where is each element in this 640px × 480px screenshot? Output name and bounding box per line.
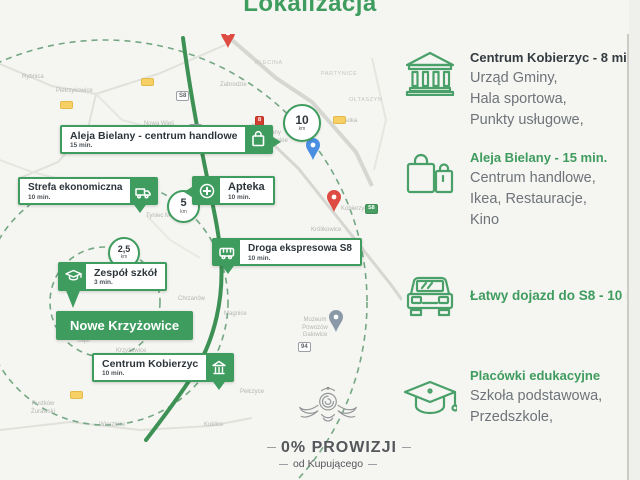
map-pin-blue	[306, 138, 320, 160]
road-badge-minor	[333, 116, 346, 124]
map-place-label: Wysoka	[336, 118, 358, 124]
map-place-label: Partynice	[321, 71, 358, 77]
sidebar-item-dojazd-s8: Łatwy dojazd do S8 - 10 min.	[402, 272, 640, 318]
callout-subtitle: 10 min.	[248, 254, 271, 262]
page-title: Lokalizacja	[243, 0, 377, 17]
callout-arrow	[132, 202, 149, 214]
shopping-bag-icon	[245, 127, 272, 152]
shopping-bags-icon	[402, 150, 458, 231]
road-badge: S8	[365, 204, 378, 214]
map-pin-gray	[329, 310, 343, 332]
callout-arrow	[184, 185, 195, 199]
map-pin-red	[327, 190, 341, 212]
agency-logo: 0% PROWIZJI od Kupującego	[262, 386, 411, 470]
sidebar-line: Szkoła podstawowa,	[470, 388, 603, 404]
map-place-label: Zabrodzie	[220, 82, 247, 88]
map-place-label: Królikowice	[311, 227, 342, 233]
callout-subtitle: 10 min.	[102, 370, 125, 378]
callout-subtitle: 10 min.	[28, 193, 51, 201]
divider	[401, 447, 411, 449]
callout-subtitle: 10 min.	[228, 193, 251, 201]
callout-arrow	[65, 287, 81, 308]
map-place-label: Klecina	[255, 60, 283, 66]
road-badge: 94	[298, 342, 311, 352]
callout-title: Aleja Bielany - centrum handlowe	[70, 130, 238, 142]
divider	[368, 463, 378, 465]
callout-title: Nowe Krzyżowice	[70, 318, 180, 333]
callout-title: Centrum Kobierzyc	[102, 358, 199, 370]
car-icon	[402, 272, 458, 318]
callout-arrow	[211, 378, 228, 390]
callout-arrow	[270, 135, 282, 149]
bank-icon	[206, 355, 233, 380]
map-place-label: Kuklice	[204, 422, 224, 428]
sidebar-line: Centrum handlowe,	[470, 170, 596, 186]
ring-value: 5	[180, 196, 187, 209]
distance-ring-10km: 10 km	[283, 104, 321, 142]
callout-title: Apteka	[228, 181, 265, 193]
map-place-label: Pietrzykowice	[56, 88, 93, 94]
map-callout-nowe-krzyzowice: Nowe Krzyżowice	[56, 311, 194, 340]
sidebar-line: Urząd Gminy,	[470, 70, 558, 86]
divider	[267, 447, 276, 449]
road-badge-minor	[60, 101, 73, 109]
map-callout-apteka: Apteka 10 min.	[184, 176, 275, 206]
map-road	[0, 41, 233, 96]
map-place-label: Pełczyce	[240, 389, 265, 395]
zero-commission-text: 0% PROWIZJI	[262, 439, 411, 457]
sidebar-item-aleja-bielany: Aleja Bielany - 15 min. Centrum handlowe…	[402, 150, 638, 231]
divider	[278, 463, 288, 465]
ring-unit: km	[298, 125, 306, 132]
callout-subtitle: 3 min.	[94, 279, 113, 287]
sidebar-item-placowki-edukacyjne: Placówki edukacyjne Szkoła podstawowa, P…	[402, 368, 638, 428]
graduation-cap-icon	[60, 264, 86, 289]
page-edge-band	[629, 0, 640, 480]
map-callout-zespol-szkol: Zespół szkół 3 min.	[58, 262, 168, 308]
ornament-emblem-icon	[298, 386, 358, 422]
map-place-label: Pustków Żurawski	[30, 401, 55, 415]
sidebar-heading: Centrum Kobierzyc - 8 min.	[470, 50, 639, 65]
map-callout-strefa-ekonomiczna: Strefa ekonomiczna 10 min.	[18, 177, 159, 214]
truck-icon	[130, 179, 157, 204]
sidebar-line: Przedszkole,	[470, 409, 554, 426]
road-badge-minor	[141, 78, 154, 86]
map-place-label: Wierzbice	[99, 422, 126, 428]
bus-icon	[214, 240, 240, 265]
ring-unit: km	[120, 254, 128, 260]
ring-value: 2,5	[117, 244, 131, 254]
callout-subtitle: 15 min.	[70, 142, 93, 150]
bank-icon	[402, 50, 458, 131]
map-place-label: Kobierzyce	[341, 206, 371, 212]
map-callout-aleja-bielany: Aleja Bielany - centrum handlowe 15 min.	[60, 125, 282, 154]
from-buyer-text: od Kupującego	[262, 458, 394, 470]
sidebar-line: Punkty usługowe,	[470, 112, 584, 129]
map-callout-droga-s8: Droga ekspresowa S8 10 min.	[212, 238, 362, 275]
pharmacy-cross-icon	[194, 178, 220, 204]
sidebar-line: Hala sportowa,	[470, 91, 567, 108]
ring-unit: km	[180, 208, 187, 215]
map-place-label: Chrzanów	[178, 296, 206, 302]
road-badge: S8	[176, 91, 190, 101]
map-place-label: Muzeum Powozów Galowice	[302, 317, 328, 338]
map-place-label: Ołtaszyn	[349, 97, 383, 103]
callout-title: Strefa ekonomiczna	[28, 182, 123, 193]
ring-value: 10	[295, 112, 309, 127]
sidebar-heading: Placówki edukacyjne	[470, 368, 601, 383]
sidebar-line: Ikea, Restauracje,	[470, 191, 587, 208]
callout-title: Droga ekspresowa S8	[248, 243, 352, 254]
sidebar-line: Kino	[470, 212, 500, 229]
sidebar-heading: Aleja Bielany - 15 min.	[470, 150, 608, 165]
map-place-label: Magnice	[224, 311, 247, 317]
callout-arrow	[220, 263, 236, 275]
page-scan-edge	[627, 34, 629, 480]
map-callout-centrum-kobierzyc: Centrum Kobierzyc 10 min.	[92, 353, 235, 390]
sidebar-item-centrum-kobierzyc: Centrum Kobierzyc - 8 min. Urząd Gminy, …	[402, 50, 638, 131]
map-pin-red	[221, 34, 235, 48]
map-place-label: Rybnica	[22, 74, 44, 80]
callout-title: Zespół szkół	[94, 267, 158, 279]
road-badge-minor	[70, 391, 83, 399]
sidebar-heading: Łatwy dojazd do S8 - 10 min.	[470, 287, 640, 303]
graduation-cap-icon	[402, 378, 458, 428]
